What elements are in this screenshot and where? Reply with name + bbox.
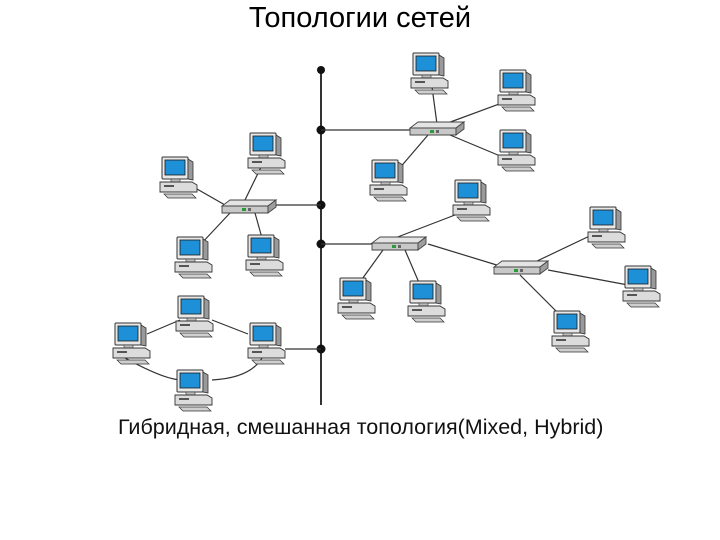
computer-icon (247, 132, 286, 175)
computer-icon (497, 129, 536, 172)
computer-icon (410, 52, 449, 95)
computer-icon (587, 206, 626, 249)
bus-terminator-top (317, 66, 325, 74)
computer-icon (174, 369, 213, 412)
computer-icon (452, 179, 491, 222)
hub-icon (493, 260, 549, 275)
slide-caption: Гибридная, смешанная топология(Mixed, Hy… (118, 415, 604, 439)
hub-icon (409, 121, 465, 136)
connection-lines (124, 86, 629, 381)
computer-icon (245, 234, 284, 277)
hub-icon (221, 199, 277, 214)
computer-icon (175, 295, 214, 338)
computer-icon (407, 280, 446, 323)
computer-icon (159, 156, 198, 199)
hub-icon (371, 236, 427, 251)
computer-icon (112, 322, 151, 365)
computer-icon (497, 69, 536, 112)
computer-icon (622, 265, 661, 308)
computer-icon (247, 322, 286, 365)
computer-icon (369, 159, 408, 202)
computer-icon (174, 236, 213, 279)
bus-taps (316, 66, 326, 354)
slide-title: Топологии сетей (248, 2, 472, 34)
computer-icon (551, 310, 590, 353)
computer-icon (337, 277, 376, 320)
